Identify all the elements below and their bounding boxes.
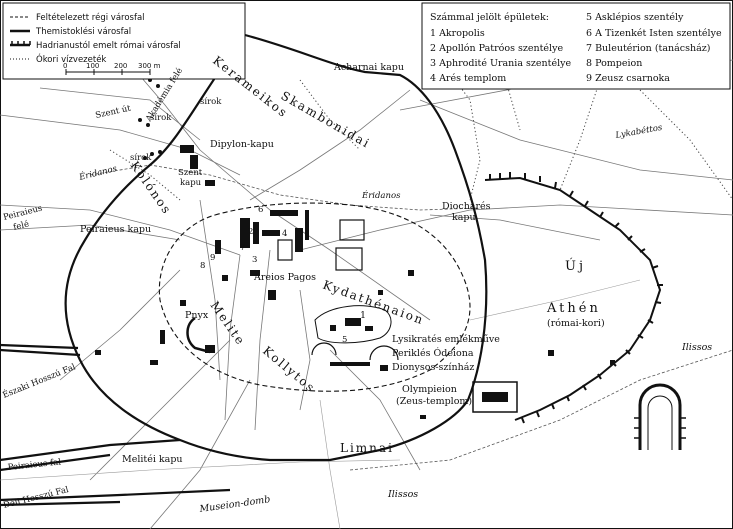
label-sacred-gate-1: Szent	[178, 168, 203, 178]
label-ilissos-1: Ilissos	[681, 342, 712, 353]
label-olympieion-1: Olympieion	[402, 384, 457, 395]
stadium	[634, 383, 686, 450]
marker-5: 5	[342, 335, 347, 345]
key-item-5: 5 Asklépios szentély	[586, 12, 684, 23]
key-item-3: 3 Aphrodité Urania szentélye	[430, 58, 571, 69]
label-dionysos-theatre: Dionysos-színház	[392, 362, 474, 373]
olympieion	[472, 381, 518, 413]
legend-item-aqueduct: Ókori vízvezeték	[36, 53, 106, 65]
key-item-8: 8 Pompeion	[586, 58, 642, 69]
label-museion-hill: Museion-domb	[198, 494, 271, 515]
label-acharnai-gate: Acharnai kapu	[333, 62, 404, 73]
key-item-7: 7 Buleutérion (tanácsház)	[586, 43, 710, 54]
dipylon-gate-area	[138, 78, 215, 186]
label-diochares-gate-1: Diocharés	[442, 201, 491, 212]
old-city-wall	[158, 202, 471, 392]
label-piraeus-wall: Peiraieus fal	[7, 457, 61, 473]
label-kydathenaion: Kydathénaion	[321, 278, 426, 328]
scattered-buildings	[95, 270, 615, 419]
marker-9: 9	[210, 253, 215, 263]
key-item-1: 1 Akropolis	[430, 28, 485, 39]
legend-box	[2, 2, 246, 80]
label-pnyx: Pnyx	[185, 310, 209, 321]
scale-tick-200: 200	[114, 62, 127, 70]
legend-item-hadrian-wall: Hadrianustól emelt római városfal	[36, 40, 181, 51]
label-northern-long-wall: Északi Hosszú Fal	[1, 360, 78, 400]
label-kerameikos: Kerameikos	[210, 53, 291, 120]
label-lykabettos: Lykabéttos	[614, 122, 664, 141]
marker-4: 4	[282, 229, 287, 239]
label-limnai: Limnai	[340, 441, 394, 455]
pnyx	[180, 300, 215, 354]
marker-1: 1	[360, 310, 366, 321]
hadrian-wall	[484, 172, 663, 424]
key-box	[421, 2, 731, 90]
marker-8: 8	[200, 261, 205, 271]
key-item-6: 6 A Tizenkét Isten szentélye	[586, 28, 722, 39]
scale-tick-300: 300 m	[138, 62, 161, 70]
label-eridanos-1: Éridanos	[77, 162, 119, 183]
aqueducts	[109, 9, 733, 201]
marker-2: 2	[248, 227, 253, 237]
label-tombs-3: sírok	[130, 152, 152, 163]
key-item-9: 9 Zeusz csarnoka	[586, 73, 670, 84]
label-piraeus-gate: Peiraieus kapu	[80, 224, 151, 235]
scale-bar: 0 100 200 300 m	[63, 62, 161, 75]
legend-symbol-teeth	[11, 41, 31, 45]
label-diochares-gate-2: kapu	[452, 212, 476, 223]
label-areios-pagos: Areios Pagos	[253, 272, 316, 283]
scale-tick-0: 0	[63, 62, 67, 70]
marker-3: 3	[252, 255, 257, 265]
label-kollytos: Kollytos	[260, 344, 318, 396]
acropolis	[311, 305, 399, 371]
numbered-markers: 1 2 3 4 5 6 7 8 9	[200, 205, 366, 345]
deme-labels: Limnai Kerameikos Skambonidai Kolónos Me…	[128, 53, 427, 455]
label-tombs-1: sírok	[200, 96, 222, 107]
label-towards-piraeus-2: felé	[12, 218, 30, 233]
marker-6: 6	[258, 205, 263, 215]
road-network	[0, 59, 733, 529]
agora-buildings	[215, 210, 365, 300]
label-kolonos: Kolónos	[128, 159, 175, 218]
label-melite: Melite	[208, 299, 249, 349]
label-dipylon-gate: Dipylon-kapu	[210, 139, 274, 150]
label-tombs-2: sírok	[150, 112, 172, 123]
label-eridanos-2: Éridanos	[361, 189, 401, 201]
themistoclean-wall	[64, 33, 488, 462]
key-title: Számmal jelölt épületek:	[430, 12, 549, 23]
scale-tick-100: 100	[86, 62, 99, 70]
label-new-athens-1: Új	[565, 257, 586, 274]
label-sacred-way: Szent út	[94, 103, 132, 121]
label-ilissos-2: Ilissos	[387, 489, 418, 500]
label-skambonidai: Skambonidai	[279, 88, 374, 151]
key-item-2: 2 Apollón Patróos szentélye	[430, 43, 563, 54]
label-new-athens-2: Athén	[546, 301, 601, 316]
key-item-4: 4 Arés templom	[430, 73, 506, 84]
label-roman-era: (római-kori)	[547, 318, 605, 329]
legend: Feltételezett régi városfal Themistoklés…	[2, 2, 246, 80]
label-olympieion-2: (Zeus-templom)	[396, 396, 472, 407]
label-perikles-odeion: Periklés Ódeiona	[392, 347, 474, 359]
label-melite-gate: Melitéi kapu	[122, 454, 183, 465]
legend-item-old-wall: Feltételezett régi városfal	[36, 12, 145, 23]
legend-item-themistoclean-wall: Themistoklési városfal	[35, 26, 131, 37]
marker-7: 7	[240, 243, 245, 253]
label-sacred-gate-2: kapu	[180, 178, 202, 188]
building-key: Számmal jelölt épületek: 1 Akropolis 2 A…	[421, 2, 731, 90]
label-lysikrates: Lysikratés emlékműve	[392, 334, 500, 345]
long-walls	[0, 343, 231, 507]
